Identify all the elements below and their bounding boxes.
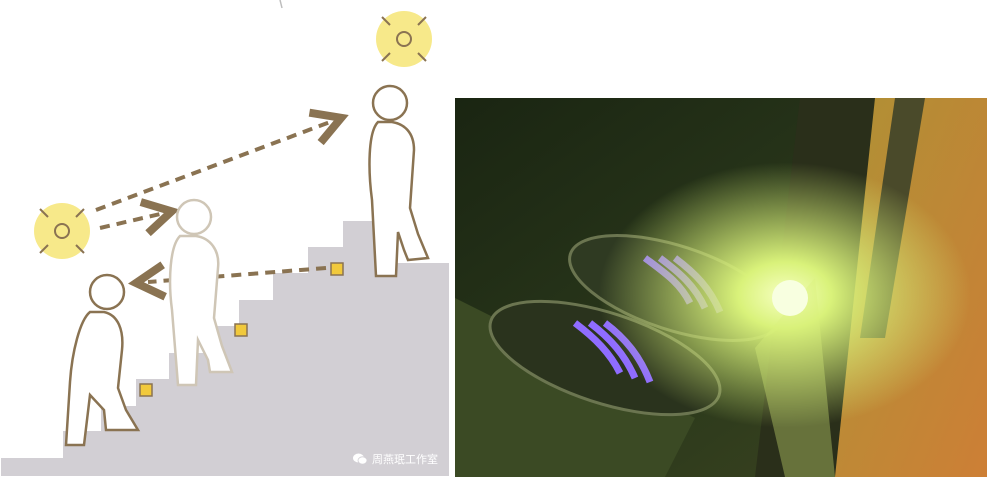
slippers-night-light-photo	[455, 98, 987, 477]
ceiling-light-icon	[376, 11, 432, 67]
watermark: 周燕珉工作室	[352, 448, 438, 470]
watermark-text: 周燕珉工作室	[372, 451, 438, 467]
wall-light-icon	[34, 203, 90, 259]
person-figure-top	[370, 86, 428, 276]
stair-lighting-illustration	[0, 0, 455, 477]
wechat-icon	[352, 451, 368, 467]
